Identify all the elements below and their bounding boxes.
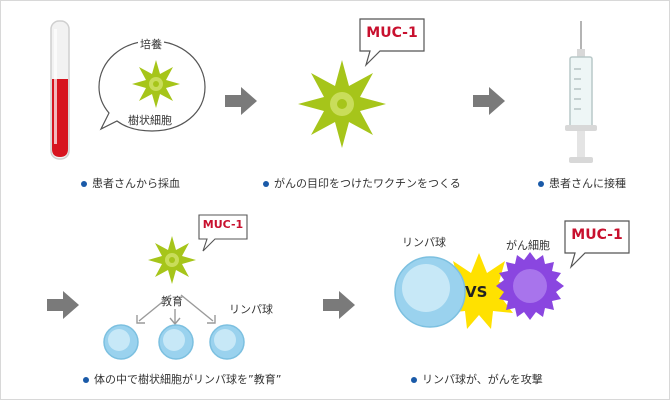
lymphocyte-label: リンパ球	[402, 236, 446, 249]
step2-caption: がんの目印をつけたワクチンをつくる	[263, 177, 461, 191]
bullet-icon	[263, 181, 269, 187]
bullet-icon	[81, 181, 87, 187]
lymphocyte-cell	[158, 324, 194, 360]
step2-caption-text: がんの目印をつけたワクチンをつくる	[274, 177, 461, 190]
muc1-marker-label: MUC-1	[202, 218, 244, 231]
right-arrow-icon	[225, 87, 257, 115]
right-arrow-icon	[473, 87, 505, 115]
muc1-marker-label: MUC-1	[366, 25, 418, 41]
vs-text: VS	[465, 283, 488, 301]
bullet-icon	[411, 377, 417, 383]
muc1-callout-box	[564, 220, 630, 270]
dendritic-cell-icon	[148, 236, 196, 284]
muc1-callout-box	[198, 214, 248, 252]
step5-caption-text: リンパ球が、がんを攻撃	[422, 373, 543, 386]
muc1-callout-box	[359, 18, 425, 68]
vaccine-cell-icon	[298, 60, 386, 148]
education-arrows	[136, 294, 216, 326]
step3-caption-text: 患者さんに接種	[549, 177, 626, 190]
culture-label: 培養	[138, 38, 164, 52]
right-arrow-icon	[47, 291, 79, 319]
lymphocyte-cell-large	[394, 256, 466, 328]
right-arrow-icon	[323, 291, 355, 319]
bullet-icon	[83, 377, 89, 383]
dendritic-cell-icon	[132, 60, 180, 108]
step5-caption: リンパ球が、がんを攻撃	[411, 373, 543, 387]
bullet-icon	[538, 181, 544, 187]
step4-caption-text: 体の中で樹状細胞がリンパ球を”教育”	[94, 373, 282, 386]
blood-test-tube	[50, 20, 70, 160]
cancer-cell-label: がん細胞	[506, 239, 550, 252]
lymphocyte-cell	[209, 324, 245, 360]
step1-caption: 患者さんから採血	[81, 177, 180, 191]
step4-caption: 体の中で樹状細胞がリンパ球を”教育”	[83, 373, 281, 387]
cancer-cell-icon	[496, 252, 564, 320]
syringe-icon	[565, 21, 597, 163]
muc1-marker-label: MUC-1	[571, 227, 623, 243]
step1-caption-text: 患者さんから採血	[92, 177, 180, 190]
dendritic-cell-label: 樹状細胞	[128, 114, 172, 127]
lymphocyte-cell	[103, 324, 139, 360]
lymphocyte-label: リンパ球	[229, 303, 273, 316]
step3-caption: 患者さんに接種	[538, 177, 626, 191]
